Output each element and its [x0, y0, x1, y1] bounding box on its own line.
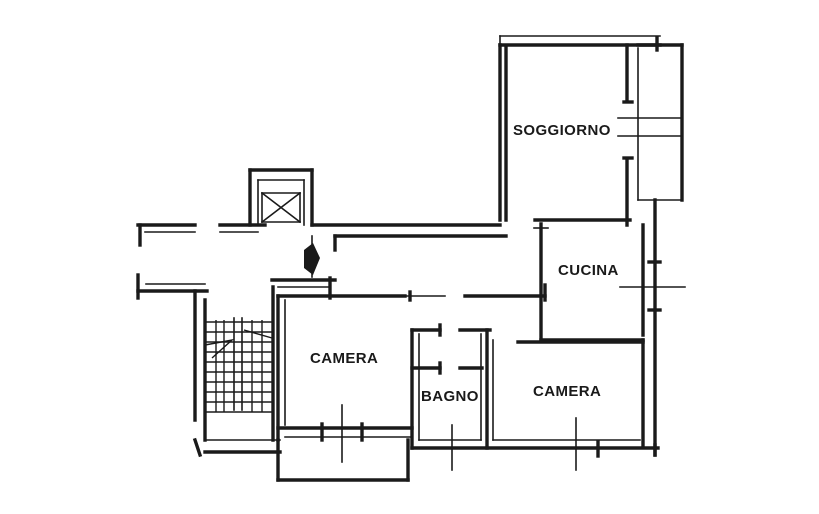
room-label-kitchen: CUCINA: [558, 262, 619, 279]
room-label-bedroom-1: CAMERA: [310, 350, 378, 367]
bedroom-1-walls: [276, 283, 547, 482]
bathroom-walls: [410, 323, 660, 471]
bedroom-2-walls: [492, 338, 657, 471]
living-room-walls: [498, 35, 684, 227]
staircase: [192, 285, 282, 458]
room-label-bedroom-2: CAMERA: [533, 383, 601, 400]
room-label-bathroom: BAGNO: [421, 388, 479, 405]
entrance-walls: [136, 168, 508, 300]
room-label-living: SOGGIORNO: [513, 122, 611, 139]
entrance-door-icon: [304, 243, 320, 275]
kitchen-walls: [533, 198, 686, 457]
